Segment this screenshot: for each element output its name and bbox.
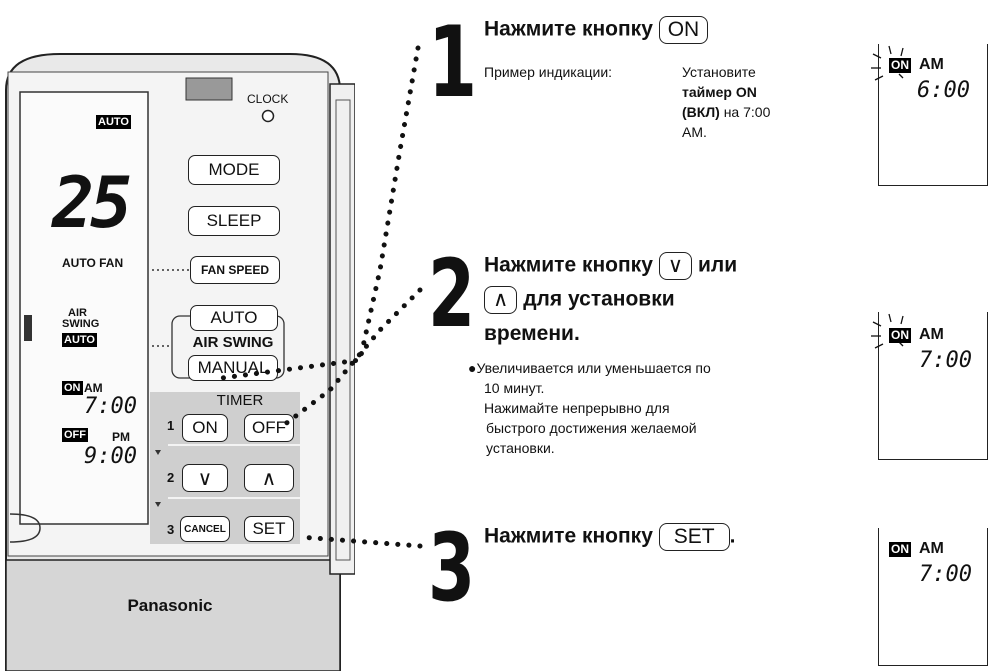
off-badge: OFF: [62, 428, 88, 442]
remote-control: CLOCK AUTO 25 AUTO FAN AIR SWING AUTO ON…: [0, 50, 355, 671]
lcd-panel-2: ON AM 7:00: [871, 312, 988, 460]
on-badge: ON: [62, 381, 83, 395]
temperature-readout: 25: [52, 162, 132, 244]
air-swing-label: AIR SWING: [62, 307, 100, 330]
timer-off-button[interactable]: OFF: [244, 414, 294, 442]
brand-logo: Panasonic: [127, 596, 213, 615]
step-3-title: Нажмите кнопку SET.: [484, 523, 735, 551]
step-2-title-line1: Нажмите кнопку ∨ или: [484, 252, 737, 280]
lcd-panel-1: ON AM 6:00: [871, 44, 988, 186]
lcd-on-badge: ON: [889, 58, 911, 73]
lcd-time: 7:00: [919, 562, 972, 587]
off-time-readout: 9:00: [84, 444, 137, 469]
lcd-am-label: AM: [919, 326, 944, 343]
leader-line-3: [297, 534, 423, 549]
set-button-icon: SET: [658, 523, 730, 551]
down-button-icon: ∨: [658, 252, 693, 280]
lcd-am-label: AM: [919, 56, 944, 73]
on-time-readout: 7:00: [84, 394, 137, 419]
fan-speed-button[interactable]: FAN SPEED: [190, 256, 280, 284]
step-2-title-line2: ∧ для установки: [484, 286, 675, 314]
swing-auto-button[interactable]: AUTO: [190, 305, 278, 331]
example-text: Установите таймер ON (ВКЛ) на 7:00 AM.: [682, 64, 771, 140]
step-1-title: Нажмите кнопку ON: [484, 16, 709, 44]
lcd-am-label: AM: [919, 540, 944, 557]
on-button-icon: ON: [658, 16, 709, 44]
fan-label: AUTO FAN: [62, 256, 124, 270]
lcd-time: 7:00: [919, 348, 972, 373]
step-number-2: 2: [428, 240, 476, 349]
air-swing-caption: AIR SWING: [192, 334, 274, 351]
row-number-2: 2: [167, 470, 175, 485]
cancel-button[interactable]: CANCEL: [180, 516, 230, 542]
up-button[interactable]: ∧: [244, 464, 294, 492]
sleep-button[interactable]: SLEEP: [188, 206, 280, 236]
mode-button[interactable]: MODE: [188, 155, 280, 185]
up-button-icon: ∧: [484, 286, 518, 314]
leader-line-1: [219, 45, 421, 381]
step-2-description: ●Увеличивается или уменьшается по 10 мин…: [468, 360, 711, 456]
row-number-3: 3: [167, 522, 175, 537]
blink-icon: [871, 45, 904, 81]
timer-label: TIMER: [216, 392, 264, 409]
am-label: AM: [84, 381, 103, 395]
step-number-3: 3: [428, 514, 476, 623]
lcd-on-badge: ON: [889, 542, 911, 557]
pm-label: PM: [112, 430, 130, 444]
lcd-panel-3: ON AM 7:00: [878, 528, 988, 666]
example-label: Пример индикации:: [484, 64, 613, 80]
down-button[interactable]: ∨: [182, 464, 228, 492]
swing-badge: AUTO: [62, 333, 97, 347]
step-2-title-line3: времени.: [484, 322, 580, 345]
lcd-on-badge: ON: [889, 328, 911, 343]
lcd-time: 6:00: [917, 78, 970, 103]
clock-label: CLOCK: [247, 92, 289, 106]
set-button[interactable]: SET: [244, 516, 294, 542]
mode-badge: AUTO: [96, 115, 131, 129]
leader-line-2: [277, 287, 423, 431]
step-number-1: 1: [428, 6, 478, 120]
row-number-1: 1: [167, 418, 175, 433]
timer-on-button[interactable]: ON: [182, 414, 228, 442]
